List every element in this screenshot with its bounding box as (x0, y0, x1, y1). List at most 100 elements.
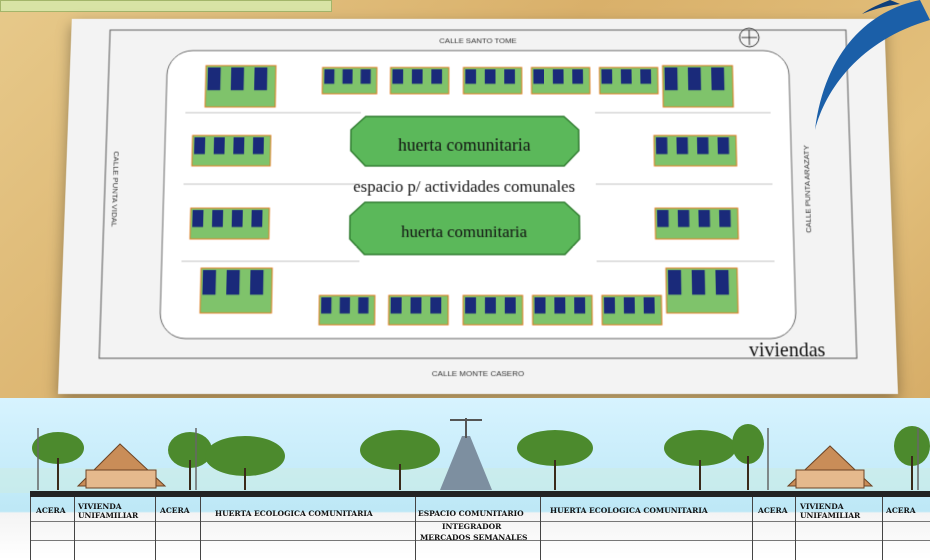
section-skyline (0, 418, 930, 493)
street-east: CALLE PUNTA ARAZATY (802, 144, 814, 233)
huerta-left-label: HUERTA ECOLOGICA COMUNITARIA (215, 509, 373, 518)
roof (691, 270, 706, 295)
housing-block (319, 295, 375, 324)
vivienda-left-label: VIVIENDA UNIFAMILIAR (78, 502, 139, 520)
roof (601, 69, 613, 84)
street-west: CALLE PUNTA VIDAL (109, 151, 120, 227)
roof (192, 210, 204, 228)
roof (230, 67, 245, 91)
roof (339, 297, 351, 314)
roof (640, 69, 652, 84)
roof (411, 69, 423, 84)
roof (252, 137, 264, 155)
roof (687, 67, 702, 91)
roof (194, 137, 206, 155)
roof (715, 270, 729, 295)
roof (213, 137, 225, 155)
housing-block (200, 268, 272, 313)
housing-block (190, 208, 269, 239)
roof (667, 270, 682, 295)
site-plan: huerta comunitaria espacio p/ actividade… (58, 19, 898, 378)
roof (655, 137, 668, 155)
roof (677, 210, 690, 228)
acera-right-2-label: ACERA (886, 506, 916, 515)
roof (676, 137, 689, 155)
vivienda-right-label: VIVIENDA UNIFAMILIAR (800, 502, 861, 520)
roof (554, 297, 566, 314)
roof (249, 270, 264, 295)
roof (484, 69, 496, 84)
roof (643, 297, 655, 314)
housing-block (663, 66, 734, 107)
roof (251, 210, 263, 228)
roof (698, 210, 711, 228)
header-bar (0, 0, 332, 12)
roof (233, 137, 245, 155)
roof (254, 67, 268, 91)
acera-left-2-label: ACERA (160, 506, 190, 515)
roof (620, 69, 632, 84)
roof (390, 297, 402, 314)
roof (484, 297, 496, 314)
roof (430, 297, 442, 314)
roof (207, 67, 221, 91)
housing-block (463, 295, 523, 324)
roof (504, 297, 516, 314)
housing-block (602, 295, 662, 324)
housing-block (192, 135, 271, 165)
espacio-comunitario-label: ESPACIO COMUNITARIO (418, 509, 524, 518)
integrador-label: INTEGRADOR (442, 522, 502, 531)
housing-block (599, 67, 658, 93)
roof (202, 270, 217, 295)
viviendas-label: viviendas (749, 340, 826, 361)
housing-block (655, 208, 738, 239)
espacio-label: espacio p/ actividades comunales (353, 177, 575, 196)
roof (534, 297, 546, 314)
roof (533, 69, 545, 84)
roof (465, 297, 477, 314)
roof (231, 210, 243, 228)
roof (465, 69, 477, 84)
divider (30, 497, 31, 560)
divider (200, 497, 201, 560)
roof (410, 297, 422, 314)
roof (392, 69, 404, 84)
roof (226, 270, 240, 295)
divider (415, 497, 416, 560)
roof (572, 69, 584, 84)
ground-line (30, 491, 930, 497)
roof (360, 69, 371, 84)
roof (603, 297, 616, 314)
grid-line (30, 540, 930, 541)
mercados-label: MERCADOS SEMANALES (420, 533, 528, 542)
roof (623, 297, 635, 314)
housing-block (533, 295, 593, 324)
roof (342, 69, 353, 84)
acera-left-label: ACERA (36, 506, 66, 515)
roof (358, 297, 369, 314)
housing-block (322, 67, 377, 93)
site-plan-sheet: huerta comunitaria espacio p/ actividade… (58, 18, 898, 395)
roof (321, 297, 332, 314)
housing-block (205, 66, 276, 107)
housing-block (389, 295, 449, 324)
roof (664, 67, 678, 91)
roof (696, 137, 709, 155)
huerta-comunitaria-2 (350, 202, 580, 254)
divider (752, 497, 753, 560)
cross-section: ACERA VIVIENDA UNIFAMILIAR ACERA HUERTA … (0, 398, 930, 560)
roof (717, 137, 730, 155)
divider (795, 497, 796, 560)
roof (431, 69, 443, 84)
roof (574, 297, 586, 314)
housing-block (654, 135, 737, 165)
roof (211, 210, 224, 228)
huerta-label-2: huerta comunitaria (401, 222, 528, 241)
housing-blocks (180, 66, 776, 325)
divider (155, 497, 156, 560)
huerta-comunitaria-1 (351, 116, 579, 165)
huerta-right-label: HUERTA ECOLOGICA COMUNITARIA (550, 506, 708, 515)
roof (719, 210, 731, 228)
roof (711, 67, 725, 91)
divider (74, 497, 75, 560)
